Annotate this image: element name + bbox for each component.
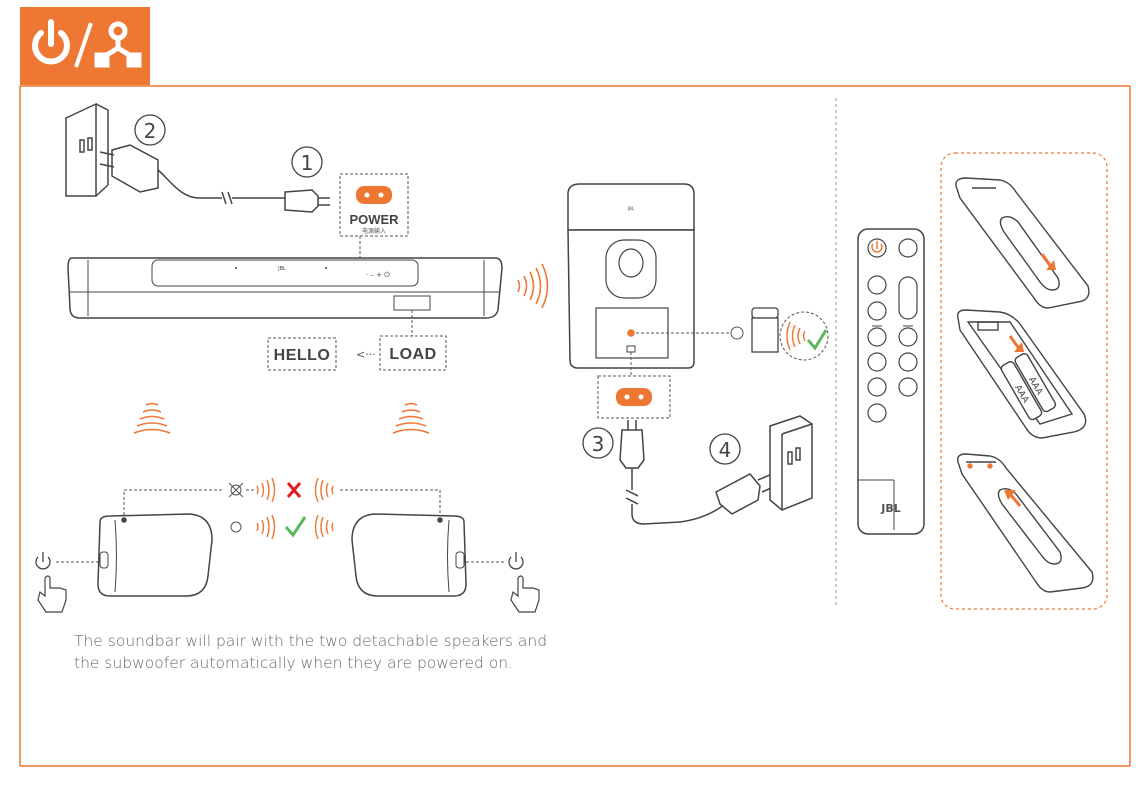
step-1-number: 1 <box>301 151 314 175</box>
sub-power-port-callout <box>597 375 671 419</box>
power-label: POWER <box>349 212 399 227</box>
subwoofer-small <box>751 307 779 353</box>
arrow-up-icon <box>1008 493 1022 507</box>
remote-back-cover-close <box>956 453 1094 593</box>
step-3-marker: 3 <box>582 427 614 459</box>
remote-back-cover-open <box>955 177 1090 309</box>
power-connector-sub <box>619 420 731 525</box>
step-4-marker: 4 <box>709 433 741 465</box>
power-plug-sub <box>715 473 777 515</box>
hand-press-icon <box>37 575 67 613</box>
remote-battery-compartment: AAA AAA <box>956 309 1087 439</box>
arrow-head-icon <box>1014 342 1024 352</box>
left-detachable-speaker <box>97 513 213 597</box>
display-messages: HELLO <··· LOAD <box>267 335 447 371</box>
check-icon <box>284 516 307 538</box>
solid-light-icon <box>230 521 242 533</box>
power-plug-top <box>99 144 285 205</box>
arrow-left-icon: <··· <box>356 348 376 361</box>
step-2-number: 2 <box>144 119 157 143</box>
hand-press-icon <box>510 575 540 613</box>
step-4-number: 4 <box>719 438 732 462</box>
right-detachable-speaker <box>351 513 467 597</box>
soundbar: JBL · – + ⏻ <box>67 257 503 336</box>
step-2-marker: 2 <box>134 114 166 146</box>
arrow-head-icon <box>1046 260 1056 270</box>
power-icon <box>32 19 70 65</box>
caption-line-2: the subwoofer automatically when they ar… <box>74 654 514 672</box>
power-icon <box>35 552 51 570</box>
battery-instructions-box <box>940 152 1108 610</box>
remote-brand: JBL <box>880 502 901 515</box>
subwoofer-light-icon <box>730 326 744 340</box>
blinking-light-icon <box>228 482 244 498</box>
network-icon <box>94 21 142 68</box>
signal-waves-icon <box>256 514 276 540</box>
wall-outlet-sub <box>769 415 813 511</box>
power-connector-top <box>284 189 330 213</box>
check-icon <box>806 329 828 351</box>
soundbar-buttons: · – + ⏻ <box>366 271 390 279</box>
subwoofer: JBL <box>567 183 695 369</box>
subwoofer-pair-status <box>779 311 829 361</box>
subwoofer-brand: JBL <box>627 206 635 211</box>
power-port-callout: POWER 电源输入 <box>339 173 409 258</box>
step-3-number: 3 <box>592 432 605 456</box>
pairing-status-ok <box>230 514 334 540</box>
caption-line-1: The soundbar will pair with the two deta… <box>74 632 548 650</box>
wireless-waves-left <box>133 402 171 434</box>
wireless-waves-right <box>392 402 430 434</box>
pairing-status-failed <box>228 477 334 503</box>
power-label-cn: 电源输入 <box>362 227 386 235</box>
wireless-waves-soundbar <box>517 263 549 309</box>
header-icon-box <box>20 7 150 85</box>
step-1-marker: 1 <box>291 146 323 178</box>
soundbar-brand: JBL <box>277 266 286 272</box>
load-label: LOAD <box>389 346 436 363</box>
wall-outlet-top <box>65 102 109 197</box>
signal-waves-icon <box>786 321 806 351</box>
signal-waves-icon <box>314 514 334 540</box>
remote-control: JBL <box>857 228 925 535</box>
press-power-left <box>35 552 98 613</box>
hello-label: HELLO <box>274 347 331 364</box>
signal-waves-icon <box>256 477 276 503</box>
power-icon <box>508 552 524 570</box>
pairing-lines <box>123 489 441 520</box>
signal-waves-icon <box>314 477 334 503</box>
remote-power-icon <box>871 241 883 253</box>
pairing-caption: The soundbar will pair with the two deta… <box>74 630 634 674</box>
press-power-right <box>466 552 540 613</box>
fail-x-icon <box>286 482 302 498</box>
arrow-head-icon <box>1004 490 1016 500</box>
